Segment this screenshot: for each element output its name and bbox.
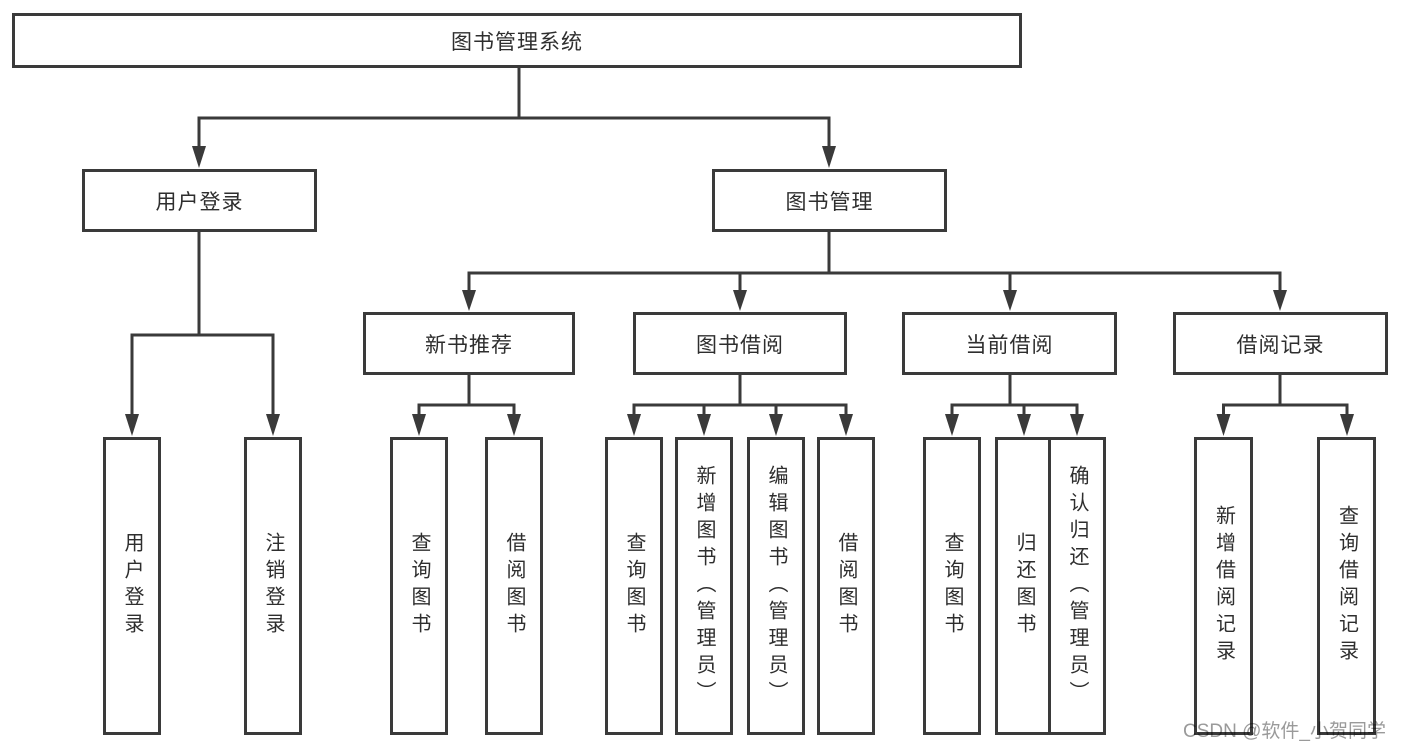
node-new-book-recommend: 新书推荐 — [363, 312, 575, 375]
leaf-user-login: 用户登录 — [103, 437, 161, 735]
leaf-label: 查询借阅记录 — [1335, 505, 1358, 667]
leaf-label: 借阅图书 — [503, 532, 525, 640]
leaf-add-books-admin: 新增图书（管理员） — [675, 437, 733, 735]
node-library-system: 图书管理系统 — [12, 13, 1022, 68]
node-label: 借阅记录 — [1236, 333, 1325, 357]
leaf-confirm-return-admin: 确认归还（管理员） — [1048, 437, 1106, 735]
leaf-label: 查询图书 — [623, 532, 645, 640]
leaf-query-borrow-record: 查询借阅记录 — [1317, 437, 1376, 735]
node-label: 图书借阅 — [696, 333, 784, 357]
node-book-borrow: 图书借阅 — [633, 312, 847, 375]
leaf-add-borrow-record: 新增借阅记录 — [1194, 437, 1253, 735]
node-label: 当前借阅 — [965, 333, 1054, 357]
leaf-query-books-recommend: 查询图书 — [390, 437, 448, 735]
leaf-label: 查询图书 — [408, 532, 430, 640]
node-user-login: 用户登录 — [82, 169, 317, 232]
node-label: 图书管理 — [785, 190, 874, 214]
leaf-query-books-current: 查询图书 — [923, 437, 981, 735]
leaf-query-books-borrow: 查询图书 — [605, 437, 663, 735]
leaf-label: 新增图书（管理员） — [693, 464, 715, 708]
leaf-label: 编辑图书（管理员） — [765, 464, 787, 708]
leaf-label: 注销登录 — [262, 532, 284, 640]
node-current-borrow: 当前借阅 — [902, 312, 1117, 375]
node-borrow-records: 借阅记录 — [1173, 312, 1388, 375]
leaf-label: 用户登录 — [121, 532, 143, 640]
leaf-label: 借阅图书 — [835, 532, 857, 640]
node-book-management: 图书管理 — [712, 169, 947, 232]
node-label: 新书推荐 — [425, 333, 513, 357]
node-label: 图书管理系统 — [451, 30, 583, 54]
leaf-edit-books-admin: 编辑图书（管理员） — [747, 437, 805, 735]
leaf-label: 确认归还（管理员） — [1066, 464, 1088, 708]
leaf-borrow-books: 借阅图书 — [817, 437, 875, 735]
leaf-label: 归还图书 — [1013, 532, 1035, 640]
leaf-logout: 注销登录 — [244, 437, 302, 735]
leaf-return-books: 归还图书 — [995, 437, 1053, 735]
csdn-watermark: CSDN @软件_小贺同学 — [1183, 721, 1386, 742]
leaf-label: 新增借阅记录 — [1212, 505, 1235, 667]
node-label: 用户登录 — [155, 190, 244, 214]
leaf-borrow-books-recommend: 借阅图书 — [485, 437, 543, 735]
leaf-label: 查询图书 — [941, 532, 963, 640]
